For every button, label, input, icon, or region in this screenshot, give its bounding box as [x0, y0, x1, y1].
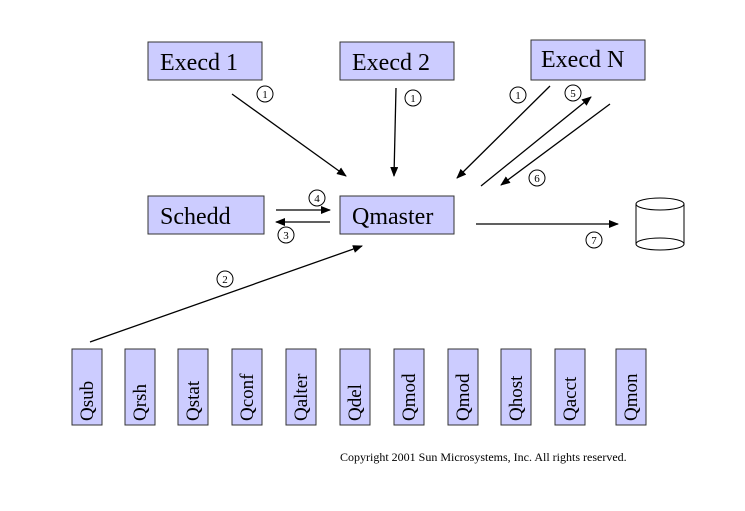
step-marker-5: 5: [564, 84, 582, 102]
svg-text:5: 5: [570, 88, 576, 100]
execd-1-node: Execd 1: [147, 41, 263, 81]
svg-text:7: 7: [591, 235, 597, 247]
step-marker-7: 7: [585, 231, 603, 249]
arrow-execd1-to-qmaster: [231, 93, 347, 177]
copyright-notice: Copyright 2001 Sun Microsystems, Inc. Al…: [340, 450, 627, 464]
step-marker-1c: 1: [509, 86, 527, 104]
command-label: Qconf: [237, 373, 258, 421]
step-marker-6: 6: [528, 169, 546, 187]
command-box-qalter: Qalter: [285, 348, 317, 426]
command-label: Qalter: [291, 373, 312, 421]
arrow-qsub-to-qmaster: [89, 245, 363, 343]
command-box-qrsh: Qrsh: [124, 348, 156, 426]
command-label: Qmod: [453, 373, 474, 421]
command-label: Qdel: [345, 384, 366, 421]
step-marker-3: 3: [277, 226, 295, 244]
arrow-execd2-to-qmaster: [390, 87, 399, 177]
execd-n-node: Execd N: [530, 39, 646, 81]
execd-2-node: Execd 2: [339, 41, 455, 81]
command-label: Qstat: [183, 380, 204, 421]
qmaster-node: Qmaster: [339, 195, 455, 235]
arrows: [89, 85, 619, 343]
command-box-qstat: Qstat: [177, 348, 209, 426]
command-box-qmon: Qmon: [615, 348, 647, 426]
command-box-qhost: Qhost: [500, 348, 532, 426]
arrow-execdn-return: [500, 103, 611, 186]
step-markers: 1 1 1 5 6 4 3 7 2: [216, 84, 603, 288]
execd-2-label: Execd 2: [352, 50, 430, 76]
command-box-qacct: Qacct: [554, 348, 586, 426]
command-label: Qhost: [506, 375, 527, 421]
step-marker-2: 2: [216, 270, 234, 288]
execd-n-label: Execd N: [541, 47, 624, 73]
svg-text:1: 1: [410, 93, 416, 105]
database-icon: [635, 197, 685, 251]
command-box-qsub: Qsub: [71, 348, 103, 426]
command-boxes: Qsub Qrsh Qstat Qconf Qalter Qdel Qmod Qmod Qhos…: [71, 348, 647, 426]
svg-text:6: 6: [534, 173, 540, 185]
svg-text:1: 1: [262, 89, 268, 101]
qmaster-label: Qmaster: [352, 204, 433, 230]
arrow-execdn-to-qmaster: [456, 85, 551, 179]
command-box-qconf: Qconf: [231, 348, 263, 426]
step-marker-4: 4: [308, 189, 326, 207]
command-label: Qmod: [399, 373, 420, 421]
schedd-label: Schedd: [160, 204, 231, 230]
arrow-qmaster-to-execdn: [480, 96, 592, 187]
command-label: Qmon: [621, 373, 642, 421]
command-box-qdel: Qdel: [339, 348, 371, 426]
command-box-qmod: Qmod: [447, 348, 479, 426]
svg-text:2: 2: [222, 274, 228, 286]
svg-text:4: 4: [314, 193, 320, 205]
command-label: Qacct: [560, 376, 581, 421]
step-marker-1a: 1: [256, 85, 274, 103]
schedd-node: Schedd: [147, 195, 265, 235]
command-box-qmod: Qmod: [393, 348, 425, 426]
command-label: Qrsh: [130, 384, 151, 421]
execd-1-label: Execd 1: [160, 50, 238, 76]
command-label: Qsub: [77, 381, 98, 421]
step-marker-1b: 1: [404, 89, 422, 107]
svg-text:1: 1: [515, 90, 521, 102]
svg-text:3: 3: [283, 230, 289, 242]
